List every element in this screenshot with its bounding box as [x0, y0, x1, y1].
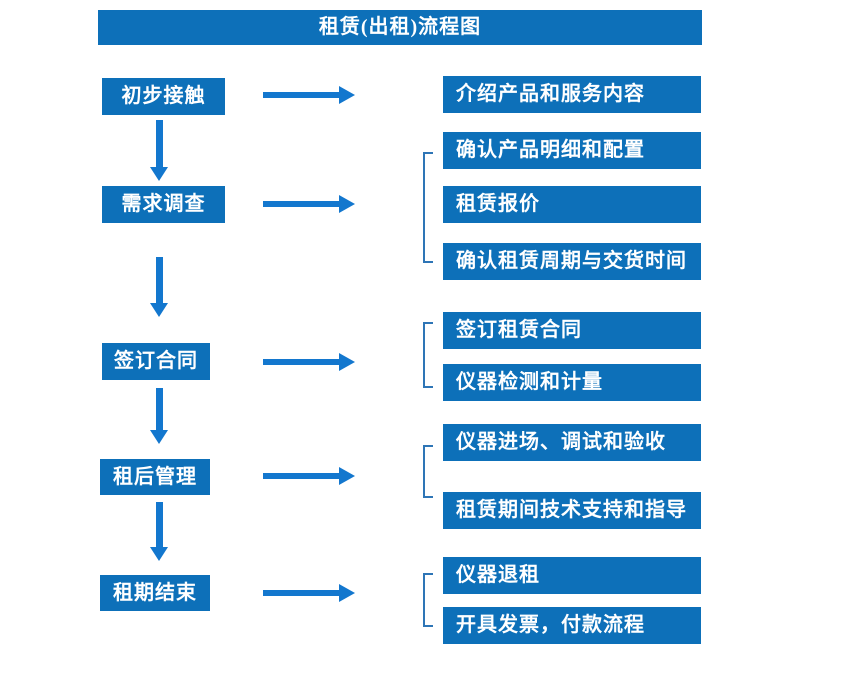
bracket-group-sign-contract	[423, 322, 433, 388]
step-initial-contact: 初步接触	[102, 78, 225, 115]
bracket-group-post-rental	[423, 445, 433, 498]
step-label: 租后管理	[113, 466, 197, 488]
detail-instrument-testing: 仪器检测和计量	[443, 364, 701, 401]
step-lease-end: 租期结束	[100, 575, 210, 611]
detail-introduce-products: 介绍产品和服务内容	[443, 76, 701, 113]
detail-label: 仪器进场、调试和验收	[456, 431, 666, 453]
detail-instrument-return: 仪器退租	[443, 557, 701, 594]
detail-label: 仪器退租	[456, 564, 540, 586]
step-sign-contract: 签订合同	[102, 343, 210, 380]
detail-label: 确认产品明细和配置	[456, 139, 645, 161]
step-label: 租期结束	[113, 582, 197, 604]
detail-confirm-period-delivery: 确认租赁周期与交货时间	[443, 243, 701, 280]
page-title: 租赁(出租)流程图	[318, 16, 482, 38]
detail-tech-support: 租赁期间技术支持和指导	[443, 492, 701, 529]
bracket-group-demand-survey	[423, 152, 433, 263]
detail-confirm-product-config: 确认产品明细和配置	[443, 132, 701, 169]
detail-label: 仪器检测和计量	[456, 371, 603, 393]
step-label: 初步接触	[121, 85, 206, 107]
step-label: 签订合同	[114, 350, 198, 372]
step-demand-survey: 需求调查	[102, 186, 225, 223]
detail-instrument-setup-acceptance: 仪器进场、调试和验收	[443, 424, 701, 461]
detail-label: 介绍产品和服务内容	[456, 83, 645, 105]
title-bar: 租赁(出租)流程图	[98, 10, 702, 45]
detail-label: 租赁期间技术支持和指导	[456, 499, 687, 521]
detail-label: 租赁报价	[456, 193, 540, 215]
detail-rental-quote: 租赁报价	[443, 186, 701, 223]
detail-label: 开具发票，付款流程	[456, 614, 645, 636]
detail-label: 确认租赁周期与交货时间	[456, 250, 687, 272]
detail-label: 签订租赁合同	[456, 319, 582, 341]
bracket-group-lease-end	[423, 573, 433, 627]
step-label: 需求调查	[121, 193, 206, 215]
detail-invoice-payment: 开具发票，付款流程	[443, 607, 701, 644]
step-post-rental-management: 租后管理	[100, 459, 210, 495]
detail-sign-rental-contract: 签订租赁合同	[443, 312, 701, 349]
